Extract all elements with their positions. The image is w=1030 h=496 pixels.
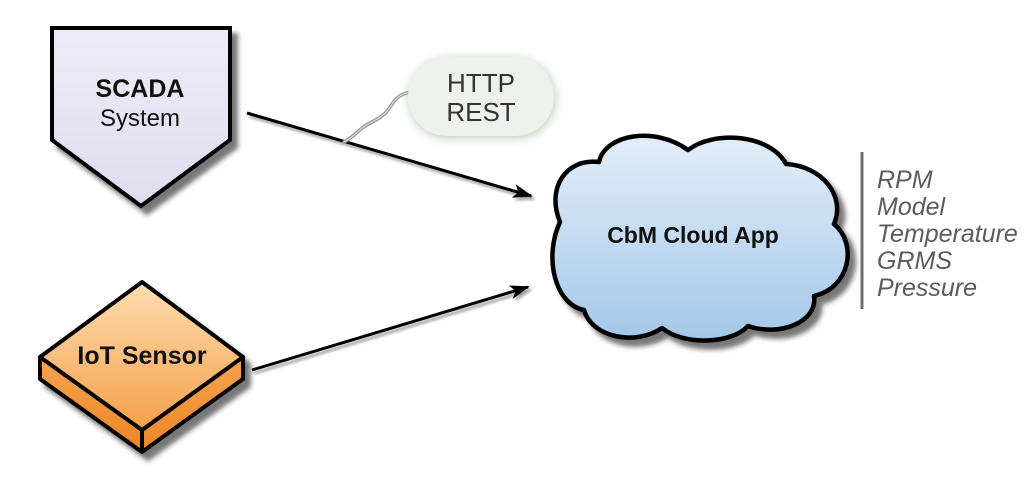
iot-label: IoT Sensor (77, 342, 206, 370)
scada-node: SCADA System (50, 26, 232, 209)
output-label-temperature: Temperature (877, 220, 1018, 248)
callout-bubble (408, 57, 554, 136)
output-label-grms: GRMS (877, 247, 952, 275)
cloud-shape (550, 133, 850, 343)
callout-line1: HTTP (447, 68, 515, 98)
scada-shape (50, 26, 232, 209)
iot-top-face (38, 280, 245, 432)
output-label-pressure: Pressure (877, 274, 977, 302)
callout-connector (342, 90, 412, 144)
scada-subtitle: System (100, 105, 180, 132)
arrows (246, 111, 533, 372)
scada-title: SCADA (96, 75, 185, 103)
arrow-iot-to-cloud (251, 285, 530, 372)
output-label-rpm: RPM (877, 166, 933, 194)
cloud-label: CbM Cloud App (607, 222, 779, 248)
cloud-node: CbM Cloud App (550, 133, 850, 343)
outputs-list: RPM Model Temperature GRMS Pressure (877, 166, 1018, 302)
http-rest-callout: HTTP REST (408, 57, 554, 136)
callout-line2: REST (446, 97, 515, 127)
arrow-scada-to-cloud (246, 111, 533, 198)
iot-node (38, 280, 245, 454)
output-label-model: Model (877, 193, 947, 221)
